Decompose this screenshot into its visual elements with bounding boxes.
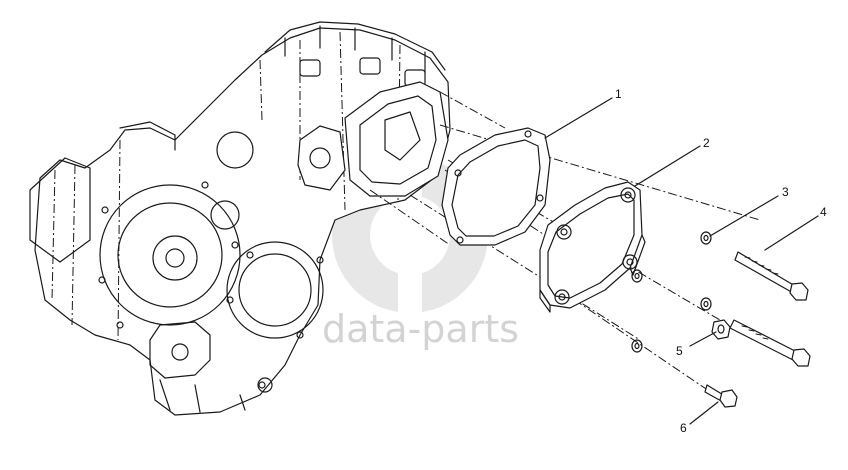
callout-1: 1 (615, 87, 622, 101)
nut-part-5 (711, 319, 731, 340)
long-bolt-part-4 (729, 251, 811, 367)
gasket-part-1 (441, 127, 551, 246)
short-bolt-part-6 (704, 384, 738, 408)
callout-6: 6 (680, 421, 687, 435)
callout-leaders (544, 97, 819, 425)
callout-3: 3 (782, 185, 789, 199)
washer-part-3 (631, 231, 712, 353)
watermark-text: data-parts (322, 307, 519, 351)
cover-plate-part-2 (539, 181, 646, 313)
gearbox-housing (29, 21, 451, 416)
callout-2: 2 (703, 136, 710, 150)
callout-5: 5 (676, 344, 683, 358)
callout-4: 4 (820, 205, 827, 219)
